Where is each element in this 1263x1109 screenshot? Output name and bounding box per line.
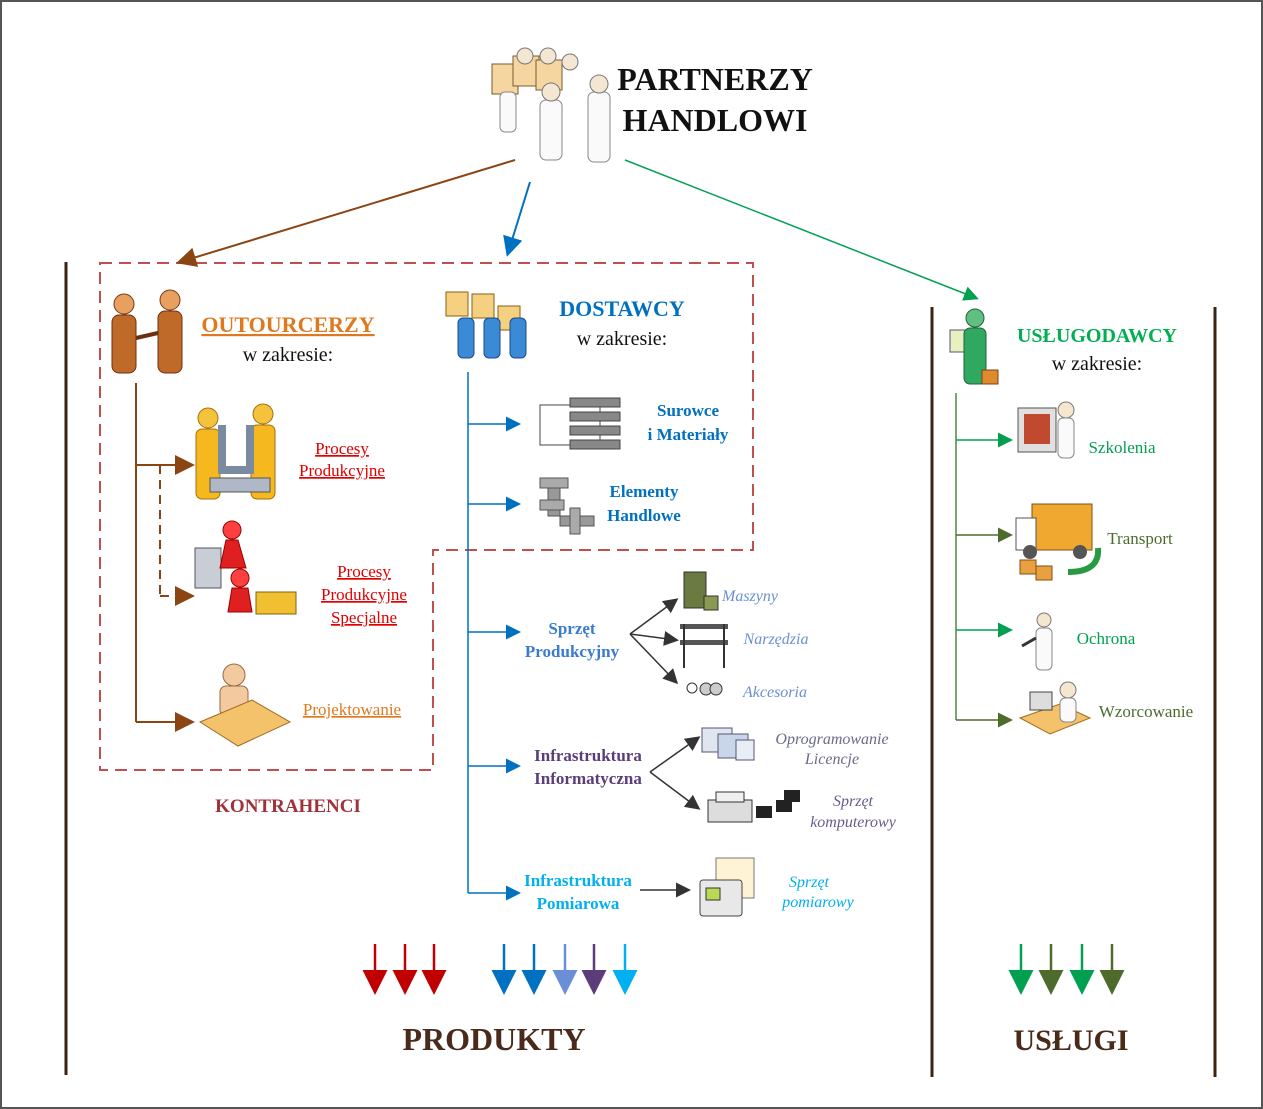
contractors-label: KONTRAHENCI <box>215 796 361 817</box>
item-procesy-line2: Produkcyjne <box>299 461 385 480</box>
partners-title-line1: PARTNERZY <box>617 61 813 97</box>
product-arrows <box>362 944 638 995</box>
tools-label: Narzędzia <box>743 631 809 648</box>
accessories-icon <box>686 682 723 696</box>
computer-hardware-icon <box>707 790 800 823</box>
item-specjalne-line3: Specjalne <box>331 608 397 627</box>
tools-icon <box>680 624 728 668</box>
software-icon <box>701 727 755 761</box>
production-equipment-line2: Produkcyjny <box>525 642 620 661</box>
arrow-to-outsourcers <box>176 159 516 267</box>
service-providers-subtitle: w zakresie: <box>1052 353 1143 375</box>
arrow-tools <box>629 631 679 646</box>
commercial-elements-icon <box>539 477 595 535</box>
accessories-label: Akcesoria <box>742 684 807 701</box>
arrow-accessories <box>629 633 679 685</box>
item-specjalne-line1: Procesy <box>337 562 391 581</box>
measurement-equipment-icon <box>699 857 755 917</box>
arrow-machines <box>629 598 679 635</box>
arrow-software <box>649 736 701 773</box>
arrow-computer-hardware <box>649 771 701 810</box>
commercial-line1: Elementy <box>610 482 679 501</box>
production-equipment-line1: Sprzęt <box>548 619 596 638</box>
transport-truck-icon <box>1015 503 1102 581</box>
it-line2: Informatyczna <box>534 769 642 788</box>
computer-hardware-line2: komputerowy <box>810 814 897 831</box>
suppliers-title: DOSTAWCY <box>559 296 685 321</box>
special-process-icon <box>194 520 297 615</box>
security-label: Ochrona <box>1077 629 1136 648</box>
raw-materials-icon <box>539 397 621 450</box>
outsourcers-title: OUTOURCERZY <box>201 312 374 337</box>
software-line1: Oprogramowanie <box>775 731 888 748</box>
services-label: USŁUGI <box>1013 1024 1128 1057</box>
computer-hardware-line1: Sprzęt <box>833 793 874 810</box>
item-procesy-line1: Procesy <box>315 439 369 458</box>
production-process-icon <box>195 403 276 500</box>
partners-title-line2: HANDLOWI <box>623 102 808 138</box>
item-specjalne-line2: Produkcyjne <box>321 585 407 604</box>
suppliers-subtitle: w zakresie: <box>577 328 668 350</box>
machines-label: Maszyny <box>721 588 779 605</box>
service-providers-title: USŁUGODAWCY <box>1017 325 1178 347</box>
training-icon <box>1017 401 1075 459</box>
measurement-equipment-line1: Sprzęt <box>789 874 830 891</box>
security-guard-icon <box>1021 612 1053 671</box>
software-line2: Licencje <box>804 751 859 768</box>
item-projektowanie: Projektowanie <box>303 700 401 719</box>
raw-line1: Surowce <box>657 401 719 420</box>
measurement-line1: Infrastruktura <box>524 871 632 890</box>
service-arrows <box>1008 944 1125 995</box>
outsourcers-subtitle: w zakresie: <box>243 344 334 366</box>
arrow-to-service-providers <box>624 159 979 301</box>
service-provider-person-icon <box>949 308 999 385</box>
measurement-line2: Pomiarowa <box>537 894 620 913</box>
transport-label: Transport <box>1107 529 1173 548</box>
raw-line2: i Materiały <box>648 425 729 444</box>
outsourcers-handshake-icon <box>111 289 183 374</box>
partners-people-icon <box>491 47 611 163</box>
training-label: Szkolenia <box>1088 438 1155 457</box>
machine-icon <box>683 571 719 611</box>
suppliers-people-icon <box>445 291 527 359</box>
calibration-label: Wzorcowanie <box>1099 702 1193 721</box>
it-line1: Infrastruktura <box>534 746 642 765</box>
arrow-to-suppliers <box>503 181 531 257</box>
design-icon <box>198 663 292 747</box>
measurement-equipment-line2: pomiarowy <box>781 894 854 911</box>
contractors-dashed-area <box>99 262 754 771</box>
commercial-line2: Handlowe <box>607 506 681 525</box>
products-label: PRODUKTY <box>402 1021 585 1057</box>
calibration-icon <box>1018 681 1092 735</box>
